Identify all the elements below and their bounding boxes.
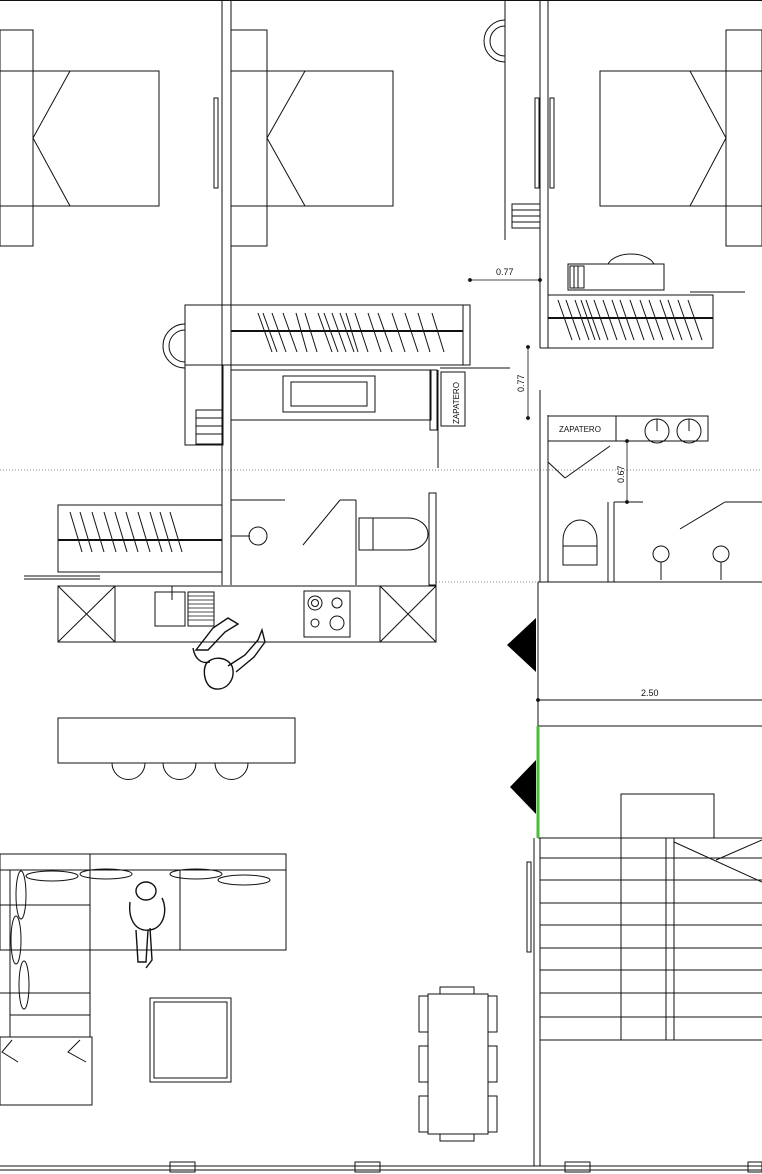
dimension-label-4: 2.50 bbox=[641, 688, 659, 698]
wardrobe-right bbox=[547, 253, 745, 349]
dining-table bbox=[418, 986, 498, 1142]
dimension-label-2: 0.77 bbox=[516, 374, 526, 392]
person-cooking bbox=[192, 617, 266, 690]
direction-arrow-upper bbox=[507, 618, 536, 672]
desk-center bbox=[184, 364, 439, 468]
bathroom-right bbox=[547, 415, 762, 580]
kitchen-counter bbox=[57, 585, 437, 643]
windows-bottom bbox=[169, 1161, 762, 1173]
coffee-table bbox=[149, 997, 232, 1083]
dimension-label-1: 0.77 bbox=[496, 267, 514, 277]
wardrobe-center bbox=[184, 304, 510, 369]
dimension-label-3: 0.67 bbox=[616, 465, 626, 483]
direction-arrow-lower bbox=[510, 760, 536, 814]
bed-center bbox=[213, 29, 394, 247]
bed-left bbox=[0, 29, 160, 247]
chair-center bbox=[162, 323, 186, 369]
kitchen-wardrobe bbox=[24, 504, 223, 580]
person-sitting bbox=[129, 881, 166, 969]
shoe-cabinet-left-label: ZAPATERO bbox=[452, 382, 461, 424]
bed-right bbox=[511, 29, 762, 247]
shoe-cabinet-right-label: ZAPATERO bbox=[559, 425, 601, 434]
bathroom-center bbox=[231, 492, 437, 586]
shoe-cabinet-left bbox=[440, 371, 466, 427]
kitchen-island bbox=[57, 717, 296, 780]
stairs bbox=[526, 793, 762, 1041]
chair-top bbox=[483, 19, 506, 63]
sofa bbox=[0, 853, 287, 1106]
dimension-lines bbox=[468, 278, 762, 702]
